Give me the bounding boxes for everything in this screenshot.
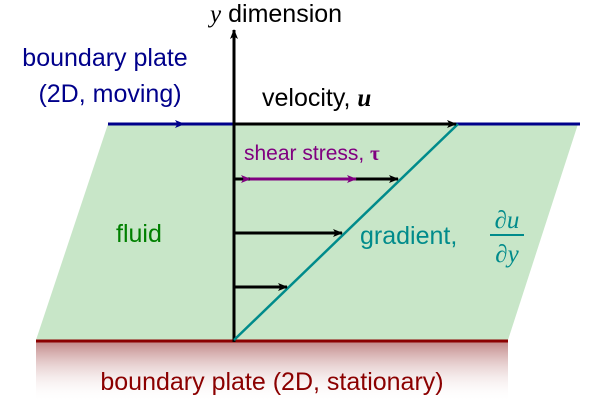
gradient-label: gradient, <box>360 222 457 250</box>
velocity-label: velocity, u <box>262 84 371 112</box>
top-plate-label-line2: (2D, moving) <box>38 80 181 108</box>
gradient-line <box>233 123 459 341</box>
bottom-plate-shading <box>36 340 508 402</box>
top-plate-label-line1: boundary plate <box>22 44 187 72</box>
bottom-plate-label: boundary plate (2D, stationary) <box>100 368 443 396</box>
gradient-numerator: ∂u <box>495 207 520 234</box>
fluid-label: fluid <box>116 220 162 248</box>
gradient-denominator: ∂y <box>495 241 519 268</box>
shear-label: shear stress, τ <box>244 141 380 165</box>
